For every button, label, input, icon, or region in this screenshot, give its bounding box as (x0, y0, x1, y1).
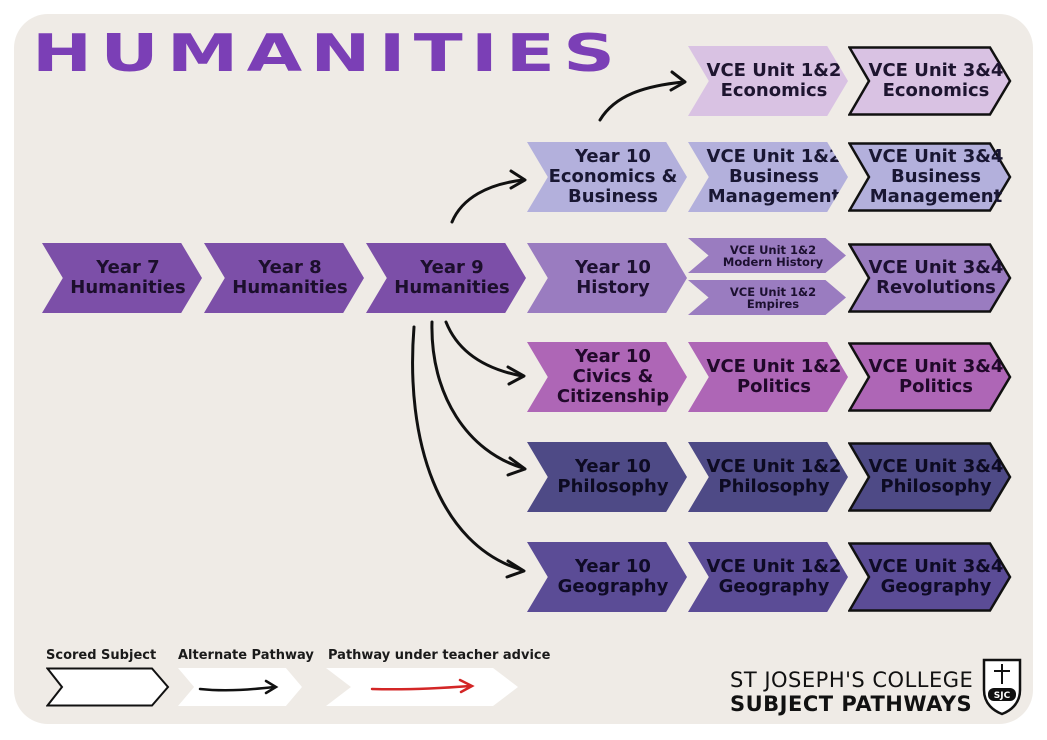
chevron-vce34-business: VCE Unit 3&4 Business Management (848, 142, 1012, 212)
chevron-vce12-business-label: VCE Unit 1&2 Business Management (706, 146, 842, 207)
chevron-vce12-philosophy: VCE Unit 1&2 Philosophy (688, 442, 848, 512)
chevron-vce12-philosophy-label: VCE Unit 1&2 Philosophy (706, 456, 842, 497)
chevron-vce12-politics: VCE Unit 1&2 Politics (688, 342, 848, 412)
legend-scored-outline (46, 667, 170, 707)
chevron-y10-philosophy: Year 10 Philosophy (527, 442, 687, 512)
chevron-y10-geography: Year 10 Geography (527, 542, 687, 612)
page-title: HUMANITIES (32, 24, 624, 84)
subject-pathways-label: SUBJECT PATHWAYS (730, 692, 973, 716)
chevron-vce12-empires-label: VCE Unit 1&2 Empires (729, 284, 817, 311)
chevron-vce12-politics-label: VCE Unit 1&2 Politics (706, 356, 842, 397)
chevron-vce34-geography-label: VCE Unit 3&4 Geography (868, 556, 1004, 597)
chevron-year7: Year 7 Humanities (42, 243, 202, 313)
legend-teacher-arrow (370, 678, 475, 694)
chevron-vce12-modern-history-label: VCE Unit 1&2 Modern History (722, 242, 824, 269)
chevron-vce12-business: VCE Unit 1&2 Business Management (688, 142, 848, 212)
chevron-year8: Year 8 Humanities (204, 243, 364, 313)
chevron-vce34-politics: VCE Unit 3&4 Politics (848, 342, 1012, 412)
chevron-y10-business-label: Year 10 Economics & Business (548, 146, 678, 207)
chevron-y10-history-label: Year 10 History (575, 257, 651, 298)
chevron-vce34-economics-label: VCE Unit 3&4 Economics (868, 60, 1004, 101)
legend-scored-label: Scored Subject (46, 648, 157, 663)
chevron-year7-label: Year 7 Humanities (70, 257, 186, 298)
chevron-y10-civics-label: Year 10 Civics & Citizenship (556, 346, 670, 407)
chevron-vce12-geography: VCE Unit 1&2 Geography (688, 542, 848, 612)
legend-teacher-label: Pathway under teacher advice (328, 648, 551, 663)
chevron-y10-geography-label: Year 10 Geography (557, 556, 669, 597)
chevron-vce34-revolutions: VCE Unit 3&4 Revolutions (848, 243, 1012, 313)
chevron-year9: Year 9 Humanities (366, 243, 526, 313)
chevron-vce12-geography-label: VCE Unit 1&2 Geography (706, 556, 842, 597)
chevron-year9-label: Year 9 Humanities (394, 257, 510, 298)
chevron-vce34-philosophy-label: VCE Unit 3&4 Philosophy (868, 456, 1004, 497)
college-name: ST JOSEPH'S COLLEGE (730, 668, 974, 692)
chevron-vce34-philosophy: VCE Unit 3&4 Philosophy (848, 442, 1012, 512)
legend-scored-chevron (46, 667, 170, 707)
chevron-vce34-politics-label: VCE Unit 3&4 Politics (868, 356, 1004, 397)
legend-alternate-chevron (178, 668, 302, 706)
chevron-vce34-geography: VCE Unit 3&4 Geography (848, 542, 1012, 612)
legend-alternate-arrow (198, 679, 279, 695)
college-crest-logo: SJC (982, 658, 1022, 716)
chevron-year8-label: Year 8 Humanities (232, 257, 348, 298)
chevron-y10-philosophy-label: Year 10 Philosophy (557, 456, 669, 497)
legend-alternate-label: Alternate Pathway (178, 648, 314, 663)
chevron-vce34-revolutions-label: VCE Unit 3&4 Revolutions (868, 257, 1004, 298)
chevron-y10-business: Year 10 Economics & Business (527, 142, 687, 212)
crest-letters: SJC (994, 691, 1011, 701)
chevron-vce34-business-label: VCE Unit 3&4 Business Management (868, 146, 1004, 207)
chevron-vce12-economics-label: VCE Unit 1&2 Economics (706, 60, 842, 101)
chevron-vce12-economics: VCE Unit 1&2 Economics (688, 46, 848, 116)
legend-teacher-chevron (326, 668, 518, 706)
chevron-vce12-modern-history: VCE Unit 1&2 Modern History (688, 238, 846, 273)
chevron-vce34-economics: VCE Unit 3&4 Economics (848, 46, 1012, 116)
chevron-y10-history: Year 10 History (527, 243, 687, 313)
chevron-y10-civics: Year 10 Civics & Citizenship (527, 342, 687, 412)
chevron-vce12-empires: VCE Unit 1&2 Empires (688, 280, 846, 315)
